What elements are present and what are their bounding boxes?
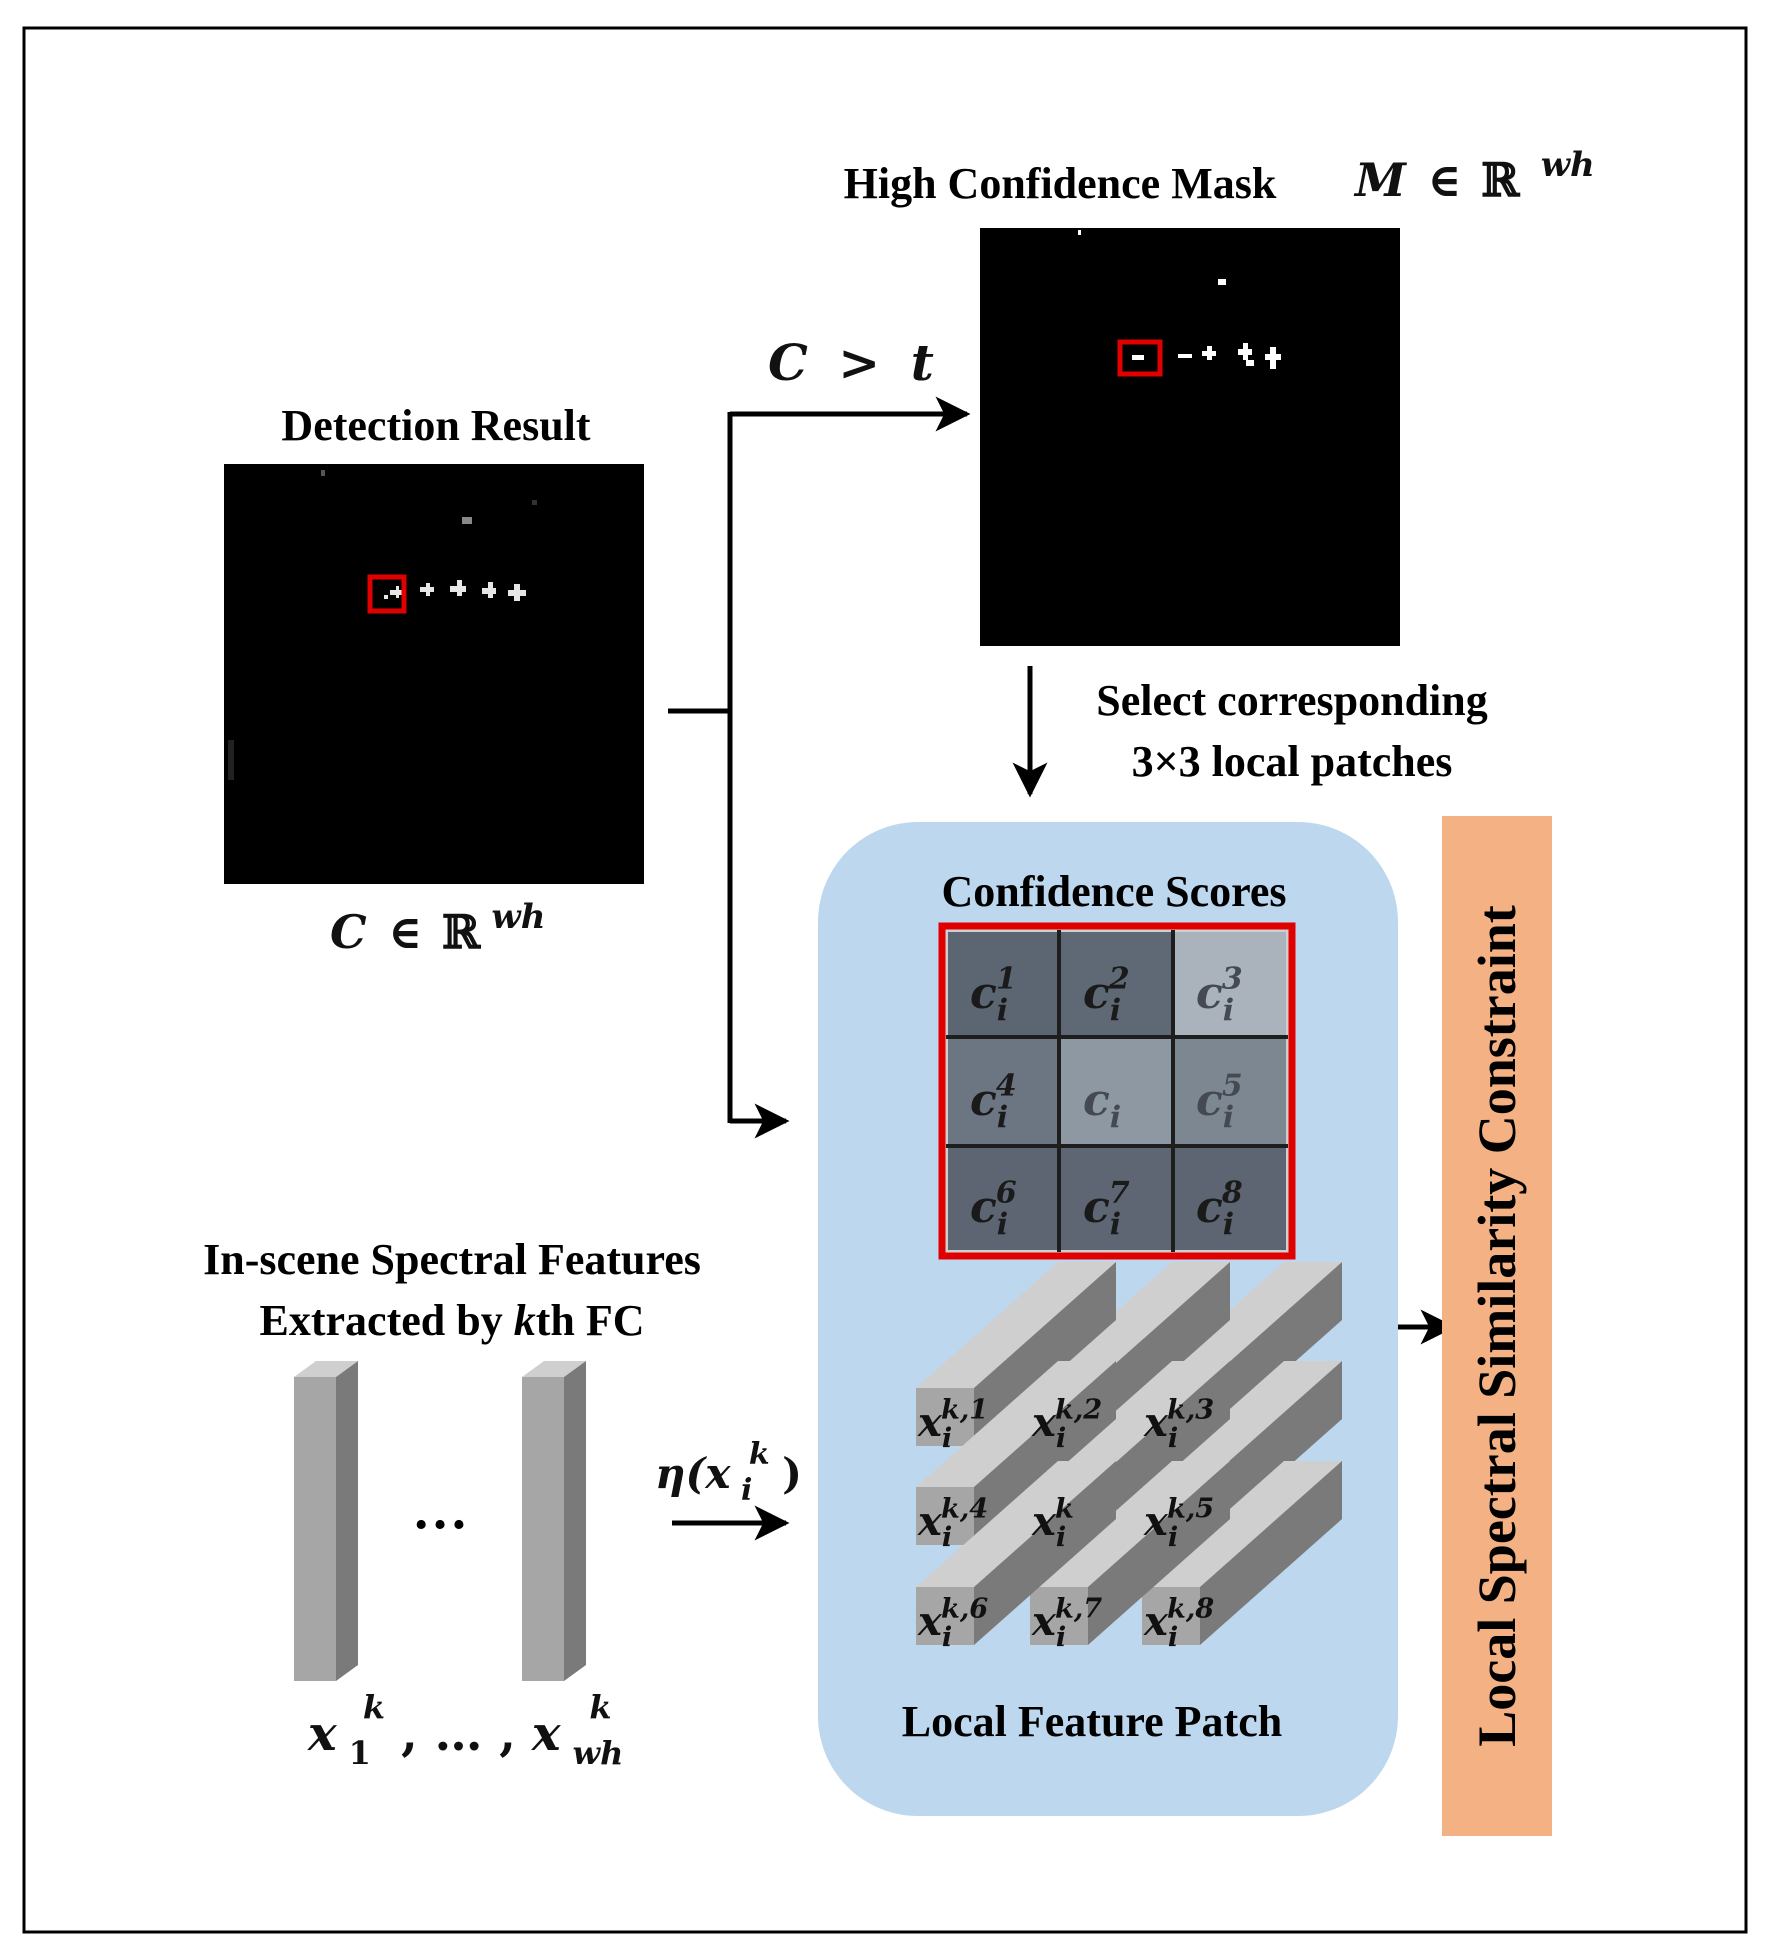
mask-title: High Confidence Mask — [844, 159, 1277, 208]
confidence-cell — [948, 1039, 1058, 1145]
label-patch-6: xik,5 — [1143, 1492, 1214, 1553]
confidence-grid-border — [938, 922, 1296, 1260]
detection-formula: C ∈ ℝ wh — [330, 897, 545, 959]
label-patch-1: xik,1 — [917, 1393, 988, 1454]
threshold-label: C > t — [768, 333, 934, 392]
mask-highlight-box — [1117, 339, 1163, 377]
label-confidence-9: ci8 — [1196, 1176, 1243, 1243]
feature-cube — [916, 1262, 1116, 1446]
label-confidence-6: ci5 — [1196, 1069, 1243, 1136]
label-patch-5: xik — [1031, 1492, 1074, 1553]
select-label-line1: Select corresponding — [1096, 676, 1488, 725]
feature-cube — [1142, 1461, 1342, 1645]
detection-title: Detection Result — [281, 401, 590, 450]
eta-label: η(x i k ) — [655, 1428, 802, 1510]
confidence-cell — [1061, 1039, 1172, 1145]
label-confidence-3: ci3 — [1196, 962, 1243, 1029]
label-confidence-2: ci2 — [1083, 962, 1130, 1029]
label-confidence-5: ci — [1083, 1075, 1121, 1135]
features-sequence-label: x 1 k , … , x wh k — [307, 1676, 635, 1775]
features-title-line1: In-scene Spectral Features — [203, 1235, 701, 1284]
feature-cube — [1030, 1461, 1230, 1645]
confidence-cell — [1061, 932, 1172, 1036]
local-feature-patch-title: Local Feature Patch — [902, 1697, 1282, 1746]
high-confidence-mask-image — [980, 228, 1400, 646]
confidence-cell — [1175, 1039, 1286, 1145]
detection-highlight-box — [367, 574, 407, 614]
confidence-cell — [948, 1148, 1058, 1250]
local-feature-cubes: xik,1 xik,2 xik,3 xik,4 xik xik,5 xik,6 xik,7 xi… — [916, 1262, 1342, 1653]
mask-formula: M ∈ ℝ wh — [1353, 145, 1595, 207]
confidence-scores-title: Confidence Scores — [941, 867, 1286, 916]
constraint-box — [1442, 816, 1552, 1836]
label-confidence-7: ci6 — [970, 1176, 1017, 1243]
features-title-line2: Extracted by kth FC — [260, 1296, 645, 1345]
label-confidence-4: ci4 — [970, 1069, 1017, 1136]
confidence-cell — [1061, 1148, 1172, 1250]
features-ellipsis: … — [412, 1479, 468, 1541]
label-patch-3: xik,3 — [1143, 1393, 1214, 1454]
confidence-cell — [1175, 1148, 1286, 1250]
spectral-feature-bar-first — [294, 1361, 358, 1681]
label-confidence-8: ci7 — [1083, 1176, 1130, 1243]
feature-cube — [916, 1361, 1116, 1545]
label-patch-4: xik,4 — [917, 1492, 988, 1553]
detection-result-image — [224, 464, 644, 884]
confidence-cell-labels: ci1 ci2 ci3 ci4 ci ci5 ci6 ci7 ci8 — [970, 962, 1243, 1243]
branch-connector — [668, 412, 733, 1123]
label-patch-8: xik,7 — [1031, 1592, 1102, 1653]
label-confidence-1: ci1 — [970, 962, 1017, 1029]
confidence-cell — [948, 932, 1058, 1036]
label-patch-2: xik,2 — [1031, 1393, 1102, 1454]
constraint-label: Local Spectral Similarity Constraint — [1467, 905, 1527, 1746]
confidence-grid: ci1 ci2 ci3 ci4 ci ci5 ci6 ci7 ci8 — [938, 922, 1296, 1260]
label-patch-9: xik,8 — [1143, 1592, 1214, 1653]
label-patch-7: xik,6 — [917, 1592, 988, 1653]
select-label-line2: 3×3 local patches — [1132, 737, 1453, 786]
spectral-feature-bar-last — [522, 1361, 586, 1681]
confidence-cell — [1175, 932, 1286, 1036]
feature-cube — [916, 1461, 1116, 1645]
